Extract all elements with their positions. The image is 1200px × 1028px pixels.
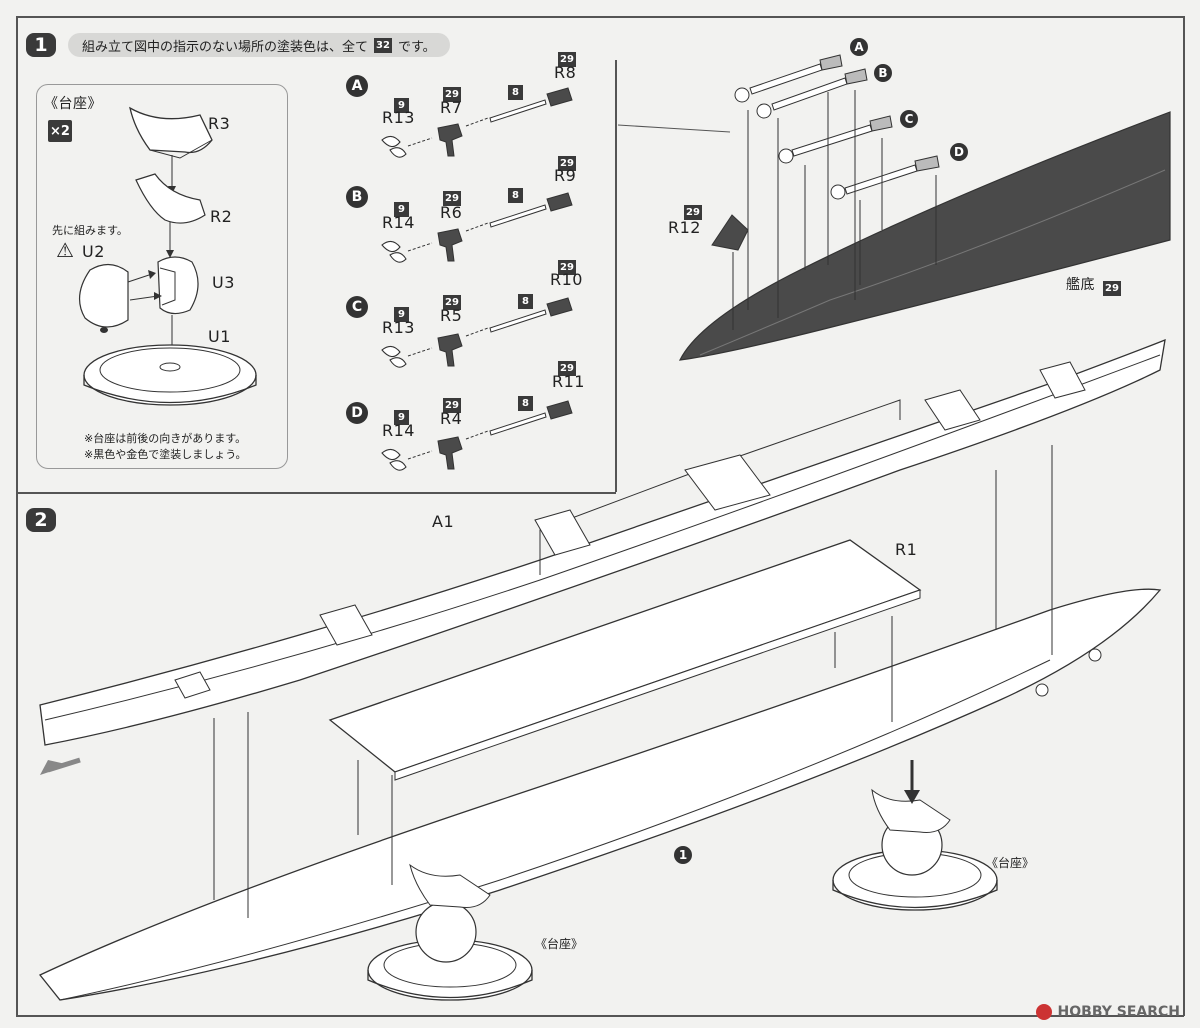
part-label-u2: U2 xyxy=(82,242,105,261)
prop-color-a: 9 xyxy=(394,98,409,113)
strut-label-b: R6 xyxy=(440,203,463,222)
r12-color: 29 xyxy=(684,205,702,220)
part-label-u1: U1 xyxy=(208,327,231,346)
strut-color-a: 29 xyxy=(443,87,461,102)
shaft-color-c: 8 xyxy=(518,294,533,309)
strut-label-d: R4 xyxy=(440,409,463,428)
prop-color-c: 9 xyxy=(394,307,409,322)
strut-color-c: 29 xyxy=(443,295,461,310)
hull-bottom-label: 艦底 xyxy=(1066,277,1095,293)
deck-part-label-a1: A1 xyxy=(432,512,455,531)
rudder-color-a: 29 xyxy=(558,52,576,67)
hull-letter-b: B xyxy=(874,64,892,82)
part-label-r2: R2 xyxy=(210,207,233,226)
base-title: 《台座》 xyxy=(44,96,102,112)
warning-icon: ⚠ xyxy=(56,238,75,262)
multiplier-badge: ×2 xyxy=(48,120,72,142)
hull-letter-a: A xyxy=(850,38,868,56)
step2-badge: 2 xyxy=(26,508,56,532)
group-letter-c: C xyxy=(346,296,368,318)
r12-label: R12 xyxy=(668,218,701,237)
watermark: HOBBY SEARCH xyxy=(1035,1004,1180,1020)
strut-color-d: 29 xyxy=(443,398,461,413)
rudder-color-b: 29 xyxy=(558,156,576,171)
note-text-post: です。 xyxy=(397,39,436,55)
rudder-label-a: R8 xyxy=(554,63,577,82)
note-text-pre: 組み立て図中の指示のない場所の塗装色は、全て xyxy=(82,39,369,55)
group-letter-d: D xyxy=(346,402,368,424)
base-label-left: 《台座》 xyxy=(535,937,584,951)
subassembly-ref-1: 1 xyxy=(674,846,692,864)
prop-label-d: R14 xyxy=(382,421,415,440)
prop-label-c: R13 xyxy=(382,318,415,337)
pre-assemble-note: 先に組みます。 xyxy=(52,224,128,237)
group-letter-a: A xyxy=(346,75,368,97)
frame-left xyxy=(16,16,18,1016)
base-note-orientation: ※台座は前後の向きがあります。 xyxy=(84,432,247,445)
deck-part-label-r1: R1 xyxy=(895,540,918,559)
strut-color-b: 29 xyxy=(443,191,461,206)
hull-bottom-color: 29 xyxy=(1103,281,1121,296)
group-letter-b: B xyxy=(346,186,368,208)
base-label-right: 《台座》 xyxy=(986,856,1035,870)
watermark-text: HOBBY SEARCH xyxy=(1057,1004,1180,1020)
rudder-color-d: 29 xyxy=(558,361,576,376)
paint-instruction-note: 組み立て図中の指示のない場所の塗装色は、全て 32 です。 xyxy=(68,33,450,57)
shaft-color-b: 8 xyxy=(508,188,523,203)
base-assembly-panel xyxy=(36,84,288,469)
note-paint-code: 32 xyxy=(374,37,392,53)
step1-right-divider xyxy=(615,60,617,492)
hobby-search-logo-icon xyxy=(1035,1004,1052,1020)
prop-label-a: R13 xyxy=(382,108,415,127)
part-label-r3: R3 xyxy=(208,114,231,133)
prop-color-b: 9 xyxy=(394,202,409,217)
prop-color-d: 9 xyxy=(394,410,409,425)
part-label-u3: U3 xyxy=(212,273,235,292)
shaft-color-d: 8 xyxy=(518,396,533,411)
strut-label-a: R7 xyxy=(440,98,463,117)
rudder-label-c: R10 xyxy=(550,270,583,289)
frame-bottom xyxy=(16,1015,1184,1017)
prop-label-b: R14 xyxy=(382,213,415,232)
hull-letter-c: C xyxy=(900,110,918,128)
rudder-label-d: R11 xyxy=(552,372,585,391)
step-divider xyxy=(16,492,616,494)
step1-badge: 1 xyxy=(26,33,56,57)
base-note-paint: ※黒色や金色で塗装しましょう。 xyxy=(84,448,247,461)
rudder-color-c: 29 xyxy=(558,260,576,275)
rudder-label-b: R9 xyxy=(554,166,577,185)
frame-right xyxy=(1183,16,1185,1016)
frame-top xyxy=(16,16,1184,18)
strut-label-c: R5 xyxy=(440,306,463,325)
hull-letter-d: D xyxy=(950,143,968,161)
shaft-color-a: 8 xyxy=(508,85,523,100)
